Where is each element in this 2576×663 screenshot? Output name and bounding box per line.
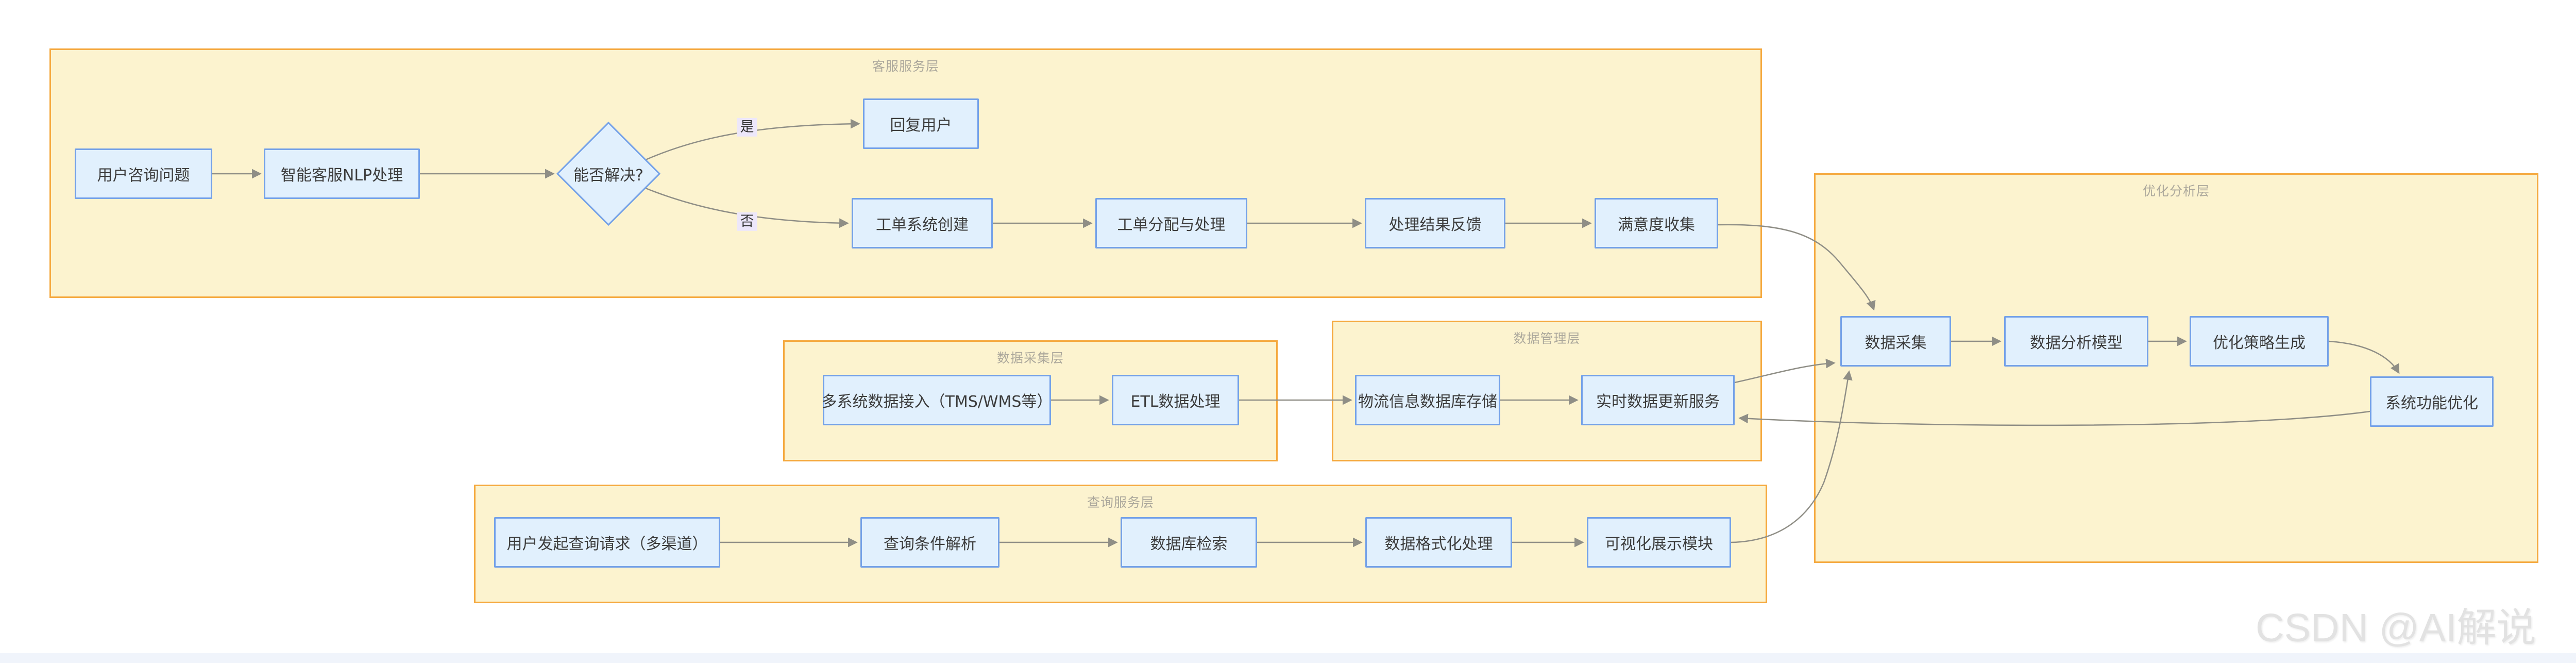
container-label-data-collection: 数据采集层 bbox=[996, 351, 1064, 366]
container-label-optimization: 优化分析层 bbox=[2142, 184, 2210, 198]
node-user-inquiry: 用户咨询问题 bbox=[75, 148, 212, 199]
node-strategy-gen: 优化策略生成 bbox=[2190, 316, 2329, 367]
node-result-feedback: 处理结果反馈 bbox=[1365, 198, 1505, 248]
node-visualization: 可视化展示模块 bbox=[1587, 517, 1731, 568]
node-ticket-create: 工单系统创建 bbox=[852, 198, 993, 248]
node-nlp-processing: 智能客服NLP处理 bbox=[264, 148, 420, 199]
node-reply-user: 回复用户 bbox=[863, 98, 979, 149]
node-logistics-db: 物流信息数据库存储 bbox=[1355, 375, 1500, 425]
edge-label-yes: 是 bbox=[737, 118, 757, 137]
container-label-data-management: 数据管理层 bbox=[1513, 331, 1581, 346]
node-satisfaction: 满意度收集 bbox=[1595, 198, 1718, 248]
node-analysis-model: 数据分析模型 bbox=[2004, 316, 2148, 367]
node-decision-label: 能否解决? bbox=[573, 167, 643, 185]
node-system-opt: 系统功能优化 bbox=[2370, 376, 2494, 427]
csdn-watermark: CSDN @AI解说 bbox=[2256, 606, 2536, 650]
node-data-format: 数据格式化处理 bbox=[1365, 517, 1512, 568]
node-ticket-assign: 工单分配与处理 bbox=[1095, 198, 1247, 248]
node-multi-system-access: 多系统数据接入（TMS/WMS等） bbox=[822, 375, 1052, 425]
container-optimization-layer: 优化分析层 bbox=[1814, 173, 2538, 563]
node-query-parse: 查询条件解析 bbox=[860, 517, 999, 568]
footer-bar bbox=[0, 653, 2576, 663]
edge-label-no: 否 bbox=[737, 212, 757, 231]
container-label-query-service: 查询服务层 bbox=[1087, 495, 1154, 510]
node-etl-processing: ETL数据处理 bbox=[1112, 375, 1239, 425]
node-realtime-update: 实时数据更新服务 bbox=[1581, 375, 1735, 425]
node-query-request: 用户发起查询请求（多渠道） bbox=[494, 517, 720, 568]
container-label-customer-service: 客服服务层 bbox=[872, 59, 939, 74]
node-data-collect: 数据采集 bbox=[1840, 316, 1951, 367]
node-db-search: 数据库检索 bbox=[1121, 517, 1257, 568]
